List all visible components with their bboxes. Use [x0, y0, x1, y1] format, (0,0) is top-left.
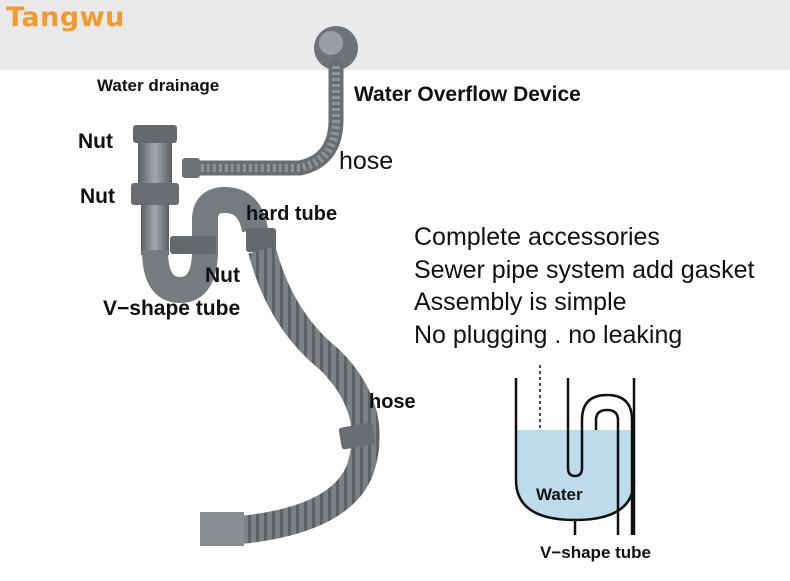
- trap-nut: [170, 236, 216, 254]
- feature-line: Complete accessories: [414, 223, 660, 251]
- overflow-device-cap: [314, 26, 358, 70]
- top-banner: [0, 0, 790, 70]
- hard-tube-nut: [246, 228, 276, 252]
- label-overflow-device: Water Overflow Device: [354, 83, 581, 106]
- main-hose: [238, 246, 380, 544]
- label-nut-middle: Nut: [80, 185, 115, 208]
- feature-line: Assembly is simple: [414, 288, 627, 316]
- feature-line: No plugging . no leaking: [414, 321, 683, 349]
- drain-pipe: [131, 125, 179, 255]
- hose-end: [200, 512, 244, 546]
- feature-line: Sewer pipe system add gasket: [414, 256, 755, 284]
- brand-logo: Tangwu: [6, 2, 125, 33]
- label-hose-upper: hose: [339, 147, 394, 175]
- label-water: Water: [536, 485, 583, 504]
- v-tube-diagram: [514, 365, 636, 535]
- label-v-shape-tube: V−shape tube: [103, 297, 241, 320]
- label-water-drainage: Water drainage: [97, 76, 220, 95]
- label-hard-tube: hard tube: [246, 203, 338, 225]
- hose-joint: [338, 422, 376, 450]
- label-nut-bottom: Nut: [205, 264, 240, 287]
- hose-clamp: [182, 158, 200, 178]
- label-hose-lower: hose: [369, 391, 416, 413]
- v-shape-trap: [142, 186, 268, 304]
- label-nut-top: Nut: [78, 130, 113, 153]
- label-diagram-v-shape-tube: V−shape tube: [540, 543, 652, 562]
